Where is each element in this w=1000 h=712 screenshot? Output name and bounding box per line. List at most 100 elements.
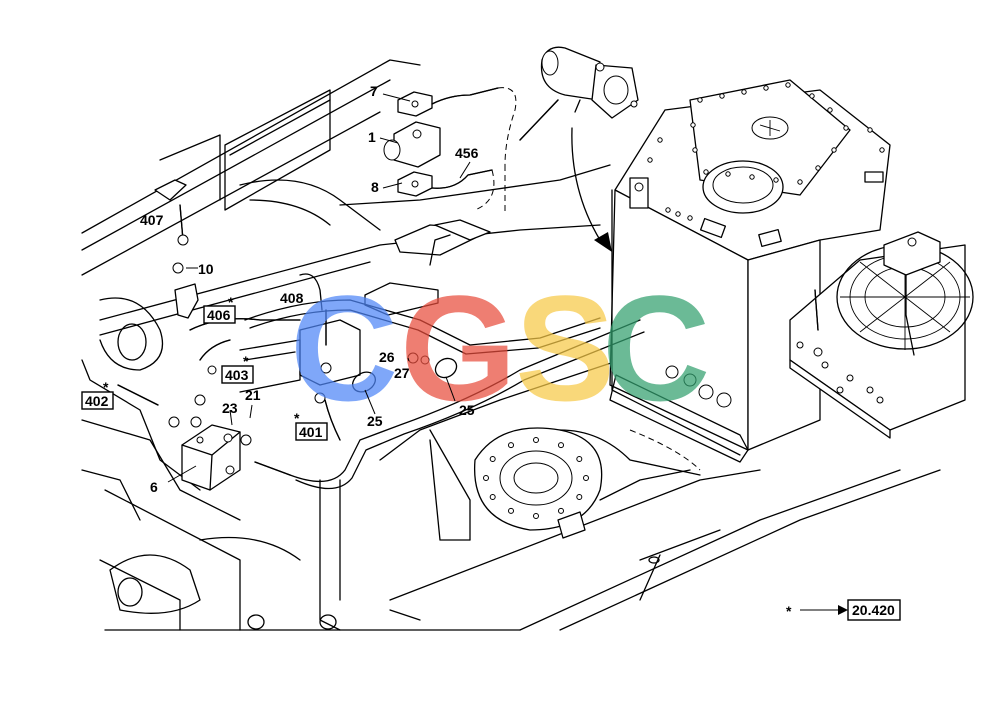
tank-bolt (809, 93, 815, 99)
tank-bolt (647, 157, 653, 163)
cooler-fan (789, 231, 974, 439)
callouts: 7 1 456 8 407 10 408 26 27 21 23 25 25 6… (81, 83, 901, 621)
label-25-right: 25 (459, 402, 475, 418)
flange-bolt (483, 475, 489, 481)
flange-bolt (489, 456, 496, 462)
hose-fitting (813, 347, 823, 357)
label-6: 6 (150, 479, 158, 495)
cooler-bolt (846, 374, 854, 382)
label-25-left: 25 (367, 413, 383, 429)
label-7: 7 (370, 83, 378, 99)
tank-bolt (687, 215, 693, 221)
hose-fitting (177, 234, 189, 246)
label-407: 407 (140, 212, 164, 228)
watermark: C G S C (290, 264, 710, 432)
tank-bolt (797, 179, 803, 185)
tank-bolt (657, 137, 663, 143)
suction-flange (540, 46, 639, 119)
label-402: 402 (85, 393, 109, 409)
tank-bolt (843, 125, 849, 131)
leader-lines (167, 93, 848, 615)
boxed-label-403: * 403 (221, 353, 254, 384)
slewing-flange (473, 427, 603, 539)
hose-fitting (314, 392, 326, 404)
chassis-frame (81, 59, 941, 631)
star-401: * (294, 410, 300, 426)
label-1: 1 (368, 129, 376, 145)
tank-bolt (719, 93, 725, 99)
hose-fitting (172, 262, 184, 274)
hose-fitting (207, 365, 217, 375)
tank-bolt (703, 169, 709, 175)
tank-port-fitting (698, 384, 714, 400)
label-456: 456 (455, 145, 479, 161)
star-403: * (243, 353, 249, 369)
tank-bolt (815, 165, 821, 171)
hose-fitting (168, 416, 180, 428)
label-401: 401 (299, 424, 323, 440)
label-ref-20420: 20.420 (852, 602, 895, 618)
tank-bolt (763, 85, 769, 91)
star-402: * (103, 379, 109, 395)
label-8: 8 (371, 179, 379, 195)
tank-bolt (675, 211, 681, 217)
tank-port-fitting (683, 373, 697, 387)
boxed-label-402: * 402 (81, 379, 114, 410)
watermark-letter-g: G (400, 264, 517, 432)
star-ref: * (786, 603, 792, 619)
flange-bolt (583, 475, 589, 481)
brackets (154, 179, 491, 393)
label-21: 21 (245, 387, 261, 403)
flange-bolt (508, 442, 514, 449)
watermark-letter-s: S (515, 264, 615, 432)
tank-bolt (831, 147, 837, 153)
reference-callout: * 20.420 (786, 599, 901, 621)
flange-bolt (489, 494, 496, 500)
cooler-bolt (796, 341, 804, 349)
tank-bolt (867, 127, 873, 133)
hoses (117, 87, 819, 490)
flange-bolt (558, 442, 564, 449)
star-406: * (228, 294, 234, 310)
tank-port-fitting (716, 392, 732, 408)
flange-bolt (533, 513, 539, 519)
cooler-bolt (836, 386, 844, 394)
flange-bolt (558, 507, 564, 514)
label-406: 406 (207, 307, 231, 323)
seal-rings (352, 352, 458, 393)
hose-fitting (194, 394, 206, 406)
flow-arrow (571, 127, 612, 252)
hose-fitting (190, 416, 202, 428)
cooler-bolt (866, 386, 874, 394)
label-27: 27 (394, 365, 410, 381)
hose-fitting (223, 433, 233, 443)
watermark-letter-c2: C (602, 264, 710, 432)
tank-bolt (749, 174, 755, 180)
hose-fitting (240, 434, 252, 446)
label-10: 10 (198, 261, 214, 277)
tank-bolt (665, 207, 671, 213)
tank-bolt (692, 147, 698, 153)
tank-bolt (827, 107, 833, 113)
cooler-bolt (876, 396, 884, 404)
tank-port-fitting (665, 365, 679, 379)
tank-bolt (879, 147, 885, 153)
hose-fitting (320, 362, 332, 374)
boxed-label-401: * 401 (294, 410, 328, 441)
cooler-bolt (821, 361, 829, 369)
valve-block (168, 234, 823, 491)
tank-bolt (725, 171, 731, 177)
boxed-label-406: * 406 (203, 294, 236, 324)
tank-bolt (785, 82, 791, 88)
flange-bolt (508, 507, 514, 514)
tank-bolt (773, 177, 779, 183)
pump-assembly (383, 91, 441, 197)
tank-bolt (741, 89, 747, 95)
label-26: 26 (379, 349, 395, 365)
label-403: 403 (225, 367, 249, 383)
tank-bolt (690, 122, 696, 128)
hydraulic-tank (609, 79, 891, 463)
flange-bolt (576, 456, 583, 462)
label-408: 408 (280, 290, 304, 306)
